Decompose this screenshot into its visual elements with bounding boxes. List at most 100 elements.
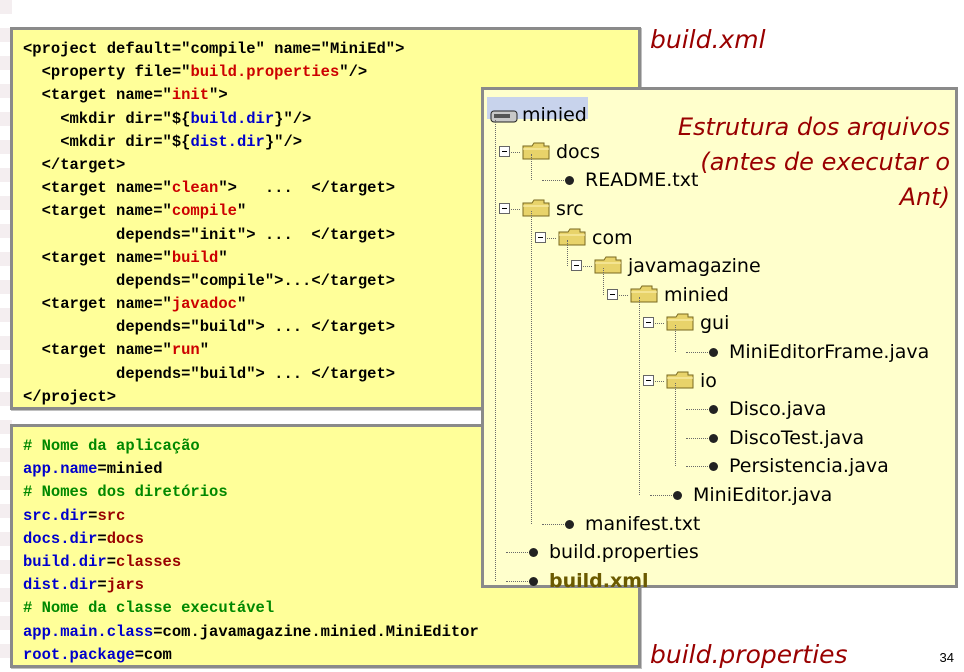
code-line: # Nome da aplicação — [23, 435, 638, 458]
code-token: " — [218, 248, 228, 267]
file-icon — [565, 520, 574, 529]
tree-connector — [650, 323, 664, 324]
tree-connector — [603, 268, 604, 295]
tree-connector — [650, 495, 674, 496]
code-token: "> — [385, 40, 405, 58]
tree-connector — [686, 466, 710, 467]
tree-connector — [686, 438, 710, 439]
tree-connector — [542, 524, 566, 525]
code-token: <target name=" — [23, 86, 172, 105]
tree-connector — [686, 352, 710, 353]
code-token: = — [106, 552, 117, 571]
tree-connector — [614, 295, 628, 296]
file-label: build.properties — [549, 541, 699, 563]
code-line: depends="build"> ... </target> — [23, 316, 638, 339]
code-token: =com — [134, 645, 172, 664]
code-line: <mkdir dir="${dist.dir}"/> — [23, 131, 638, 154]
tree-connector — [542, 180, 566, 181]
collapse-toggle-icon — [571, 260, 582, 271]
code-token: = — [88, 506, 98, 525]
collapse-toggle-icon — [499, 146, 510, 157]
tree-connector — [531, 211, 532, 524]
code-token: " — [236, 295, 247, 314]
code-line: <mkdir dir="${build.dir}"/> — [23, 108, 638, 131]
code-token: build.dir — [190, 109, 275, 128]
build-properties-caption: build.properties — [650, 640, 848, 669]
file-label: Persistencia.java — [729, 455, 889, 477]
folder-icon — [666, 371, 694, 389]
code-token: run — [171, 341, 200, 360]
code-token: build — [171, 248, 219, 267]
code-token: # Nome da classe executável — [23, 599, 275, 618]
code-line: app.main.class=com.javamagazine.minied.M… — [23, 621, 638, 644]
code-line: build.dir=classes — [23, 551, 638, 574]
code-token: jars — [106, 576, 144, 595]
code-token: docs — [106, 529, 144, 548]
code-token: MiniEd — [329, 40, 386, 58]
code-token: " — [199, 341, 210, 360]
code-token: app.main.class — [23, 622, 154, 641]
code-token: src.dir — [23, 506, 89, 525]
code-token: " name=" — [255, 40, 330, 58]
code-line: <target name="compile" — [23, 200, 638, 223]
collapse-toggle-icon — [643, 317, 654, 328]
code-token: depends="build"> ... </target> — [23, 364, 396, 383]
code-line: <target name="init"> — [23, 84, 638, 107]
tree-connector — [567, 240, 568, 266]
file-label: build.xml — [549, 570, 649, 592]
file-icon — [565, 176, 574, 185]
file-label: manifest.txt — [585, 513, 701, 535]
code-token: <mkdir dir="${ — [23, 109, 191, 128]
code-token: <project default=" — [23, 40, 191, 58]
code-token: "> — [209, 86, 228, 105]
code-token: <target name=" — [23, 295, 172, 314]
folder-icon — [522, 199, 550, 217]
collapse-toggle-icon — [607, 289, 618, 300]
code-line: depends="build"> ... </target> — [23, 363, 638, 386]
code-line: dist.dir=jars — [23, 574, 638, 597]
tree-connector — [506, 552, 530, 553]
code-token: <mkdir dir="${ — [23, 132, 191, 151]
code-token: build.properties — [190, 63, 340, 82]
code-token: "/> — [339, 63, 368, 82]
code-token: "> ... </target> — [218, 179, 396, 198]
folder-label: docs — [556, 141, 601, 163]
code-token: init — [171, 86, 210, 105]
folder-label: io — [700, 370, 717, 392]
folder-label: javamagazine — [628, 255, 761, 277]
code-line: # Nomes dos diretórios — [23, 481, 638, 504]
folder-label: gui — [700, 312, 730, 334]
code-token: app.name — [23, 460, 98, 479]
tree-connector — [650, 381, 664, 382]
collapse-toggle-icon — [535, 232, 546, 243]
code-token: compile — [190, 40, 256, 58]
collapse-toggle-icon — [499, 203, 510, 214]
tree-connector — [506, 581, 530, 582]
code-token: }"/> — [264, 132, 303, 151]
drive-icon — [490, 108, 518, 129]
code-token: # Nomes dos diretórios — [23, 483, 228, 502]
code-line: <target name="build" — [23, 247, 638, 270]
code-line: app.name=minied — [23, 458, 638, 481]
code-line: </project> — [23, 386, 638, 409]
tree-connector — [506, 209, 520, 210]
code-token: depends="init"> ... </target> — [23, 225, 396, 244]
code-token: <target name=" — [23, 248, 172, 267]
tree-connector — [639, 297, 640, 495]
left-decoration — [0, 0, 12, 672]
folder-icon — [558, 228, 586, 246]
tree-connector — [675, 383, 676, 466]
page-number: 34 — [939, 650, 954, 665]
tree-connector — [495, 120, 496, 581]
folder-icon — [630, 285, 658, 303]
code-token: <target name=" — [23, 179, 172, 198]
file-icon — [673, 491, 682, 500]
file-icon — [529, 577, 538, 586]
code-token: }"/> — [274, 109, 312, 128]
tree-connector — [531, 154, 532, 180]
file-icon — [709, 434, 718, 443]
code-token: " — [236, 202, 247, 221]
